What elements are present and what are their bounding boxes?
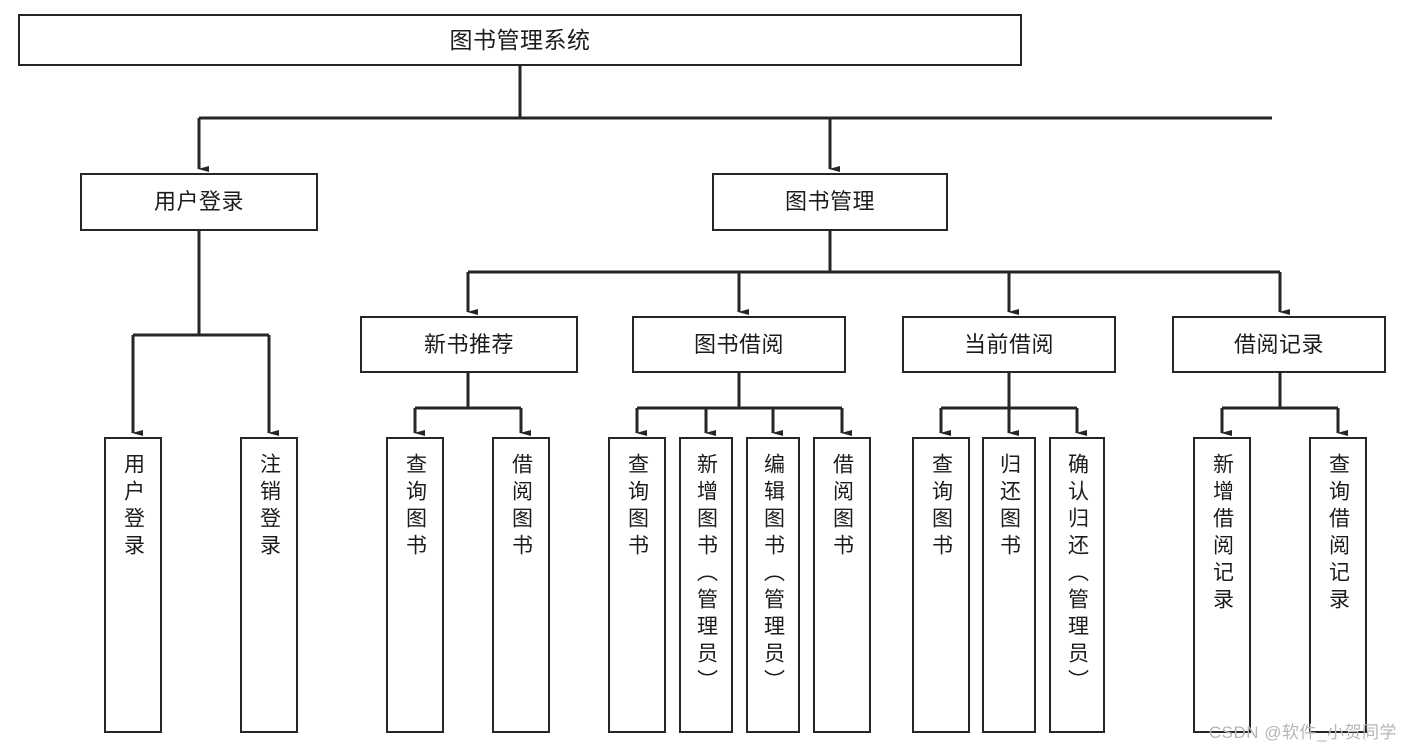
leaf-label: 借阅图书 [830,453,854,561]
leaf-label: 确认归还（管理员） [1065,453,1089,696]
leaf-book-borrow-query-book[interactable]: 查询图书 [608,437,666,733]
leaf-label: 查询图书 [929,453,953,561]
node-borrow-record[interactable]: 借阅记录 [1172,316,1386,373]
leaf-label: 借阅图书 [509,453,533,561]
leaf-label: 查询图书 [625,453,649,561]
node-root-label: 图书管理系统 [449,26,591,53]
leaf-label: 注销登录 [257,453,281,561]
watermark: CSDN @软件_小贺同学 [1208,723,1397,742]
leaf-label: 新增图书（管理员） [694,453,718,696]
node-new-book-recommend[interactable]: 新书推荐 [360,316,578,373]
leaf-label: 用户登录 [121,453,145,561]
node-user-login-label: 用户登录 [153,189,244,215]
node-root[interactable]: 图书管理系统 [18,14,1022,66]
leaf-borrow-record-add-record[interactable]: 新增借阅记录 [1193,437,1251,733]
leaf-borrow-record-query-record[interactable]: 查询借阅记录 [1309,437,1367,733]
leaf-current-borrow-query-book[interactable]: 查询图书 [912,437,970,733]
leaf-user-login-logout[interactable]: 注销登录 [240,437,298,733]
node-book-borrow[interactable]: 图书借阅 [632,316,846,373]
leaf-label: 查询借阅记录 [1326,453,1350,615]
leaf-new-book-borrow-book[interactable]: 借阅图书 [492,437,550,733]
node-book-manage-label: 图书管理 [784,189,875,215]
leaf-new-book-query-book[interactable]: 查询图书 [386,437,444,733]
node-current-borrow-label: 当前借阅 [963,331,1054,357]
node-borrow-record-label: 借阅记录 [1233,331,1324,357]
node-user-login[interactable]: 用户登录 [80,173,318,231]
leaf-current-borrow-return-book[interactable]: 归还图书 [982,437,1036,733]
node-current-borrow[interactable]: 当前借阅 [902,316,1116,373]
node-book-borrow-label: 图书借阅 [693,331,784,357]
leaf-book-borrow-add-book[interactable]: 新增图书（管理员） [679,437,733,733]
leaf-book-borrow-borrow-book[interactable]: 借阅图书 [813,437,871,733]
leaf-label: 查询图书 [403,453,427,561]
leaf-label: 归还图书 [997,453,1021,561]
leaf-label: 新增借阅记录 [1210,453,1234,615]
leaf-label: 编辑图书（管理员） [761,453,785,696]
node-new-book-recommend-label: 新书推荐 [423,331,514,357]
leaf-current-borrow-confirm-return[interactable]: 确认归还（管理员） [1049,437,1105,733]
leaf-user-login-user-login[interactable]: 用户登录 [104,437,162,733]
node-book-manage[interactable]: 图书管理 [712,173,948,231]
leaf-book-borrow-edit-book[interactable]: 编辑图书（管理员） [746,437,800,733]
